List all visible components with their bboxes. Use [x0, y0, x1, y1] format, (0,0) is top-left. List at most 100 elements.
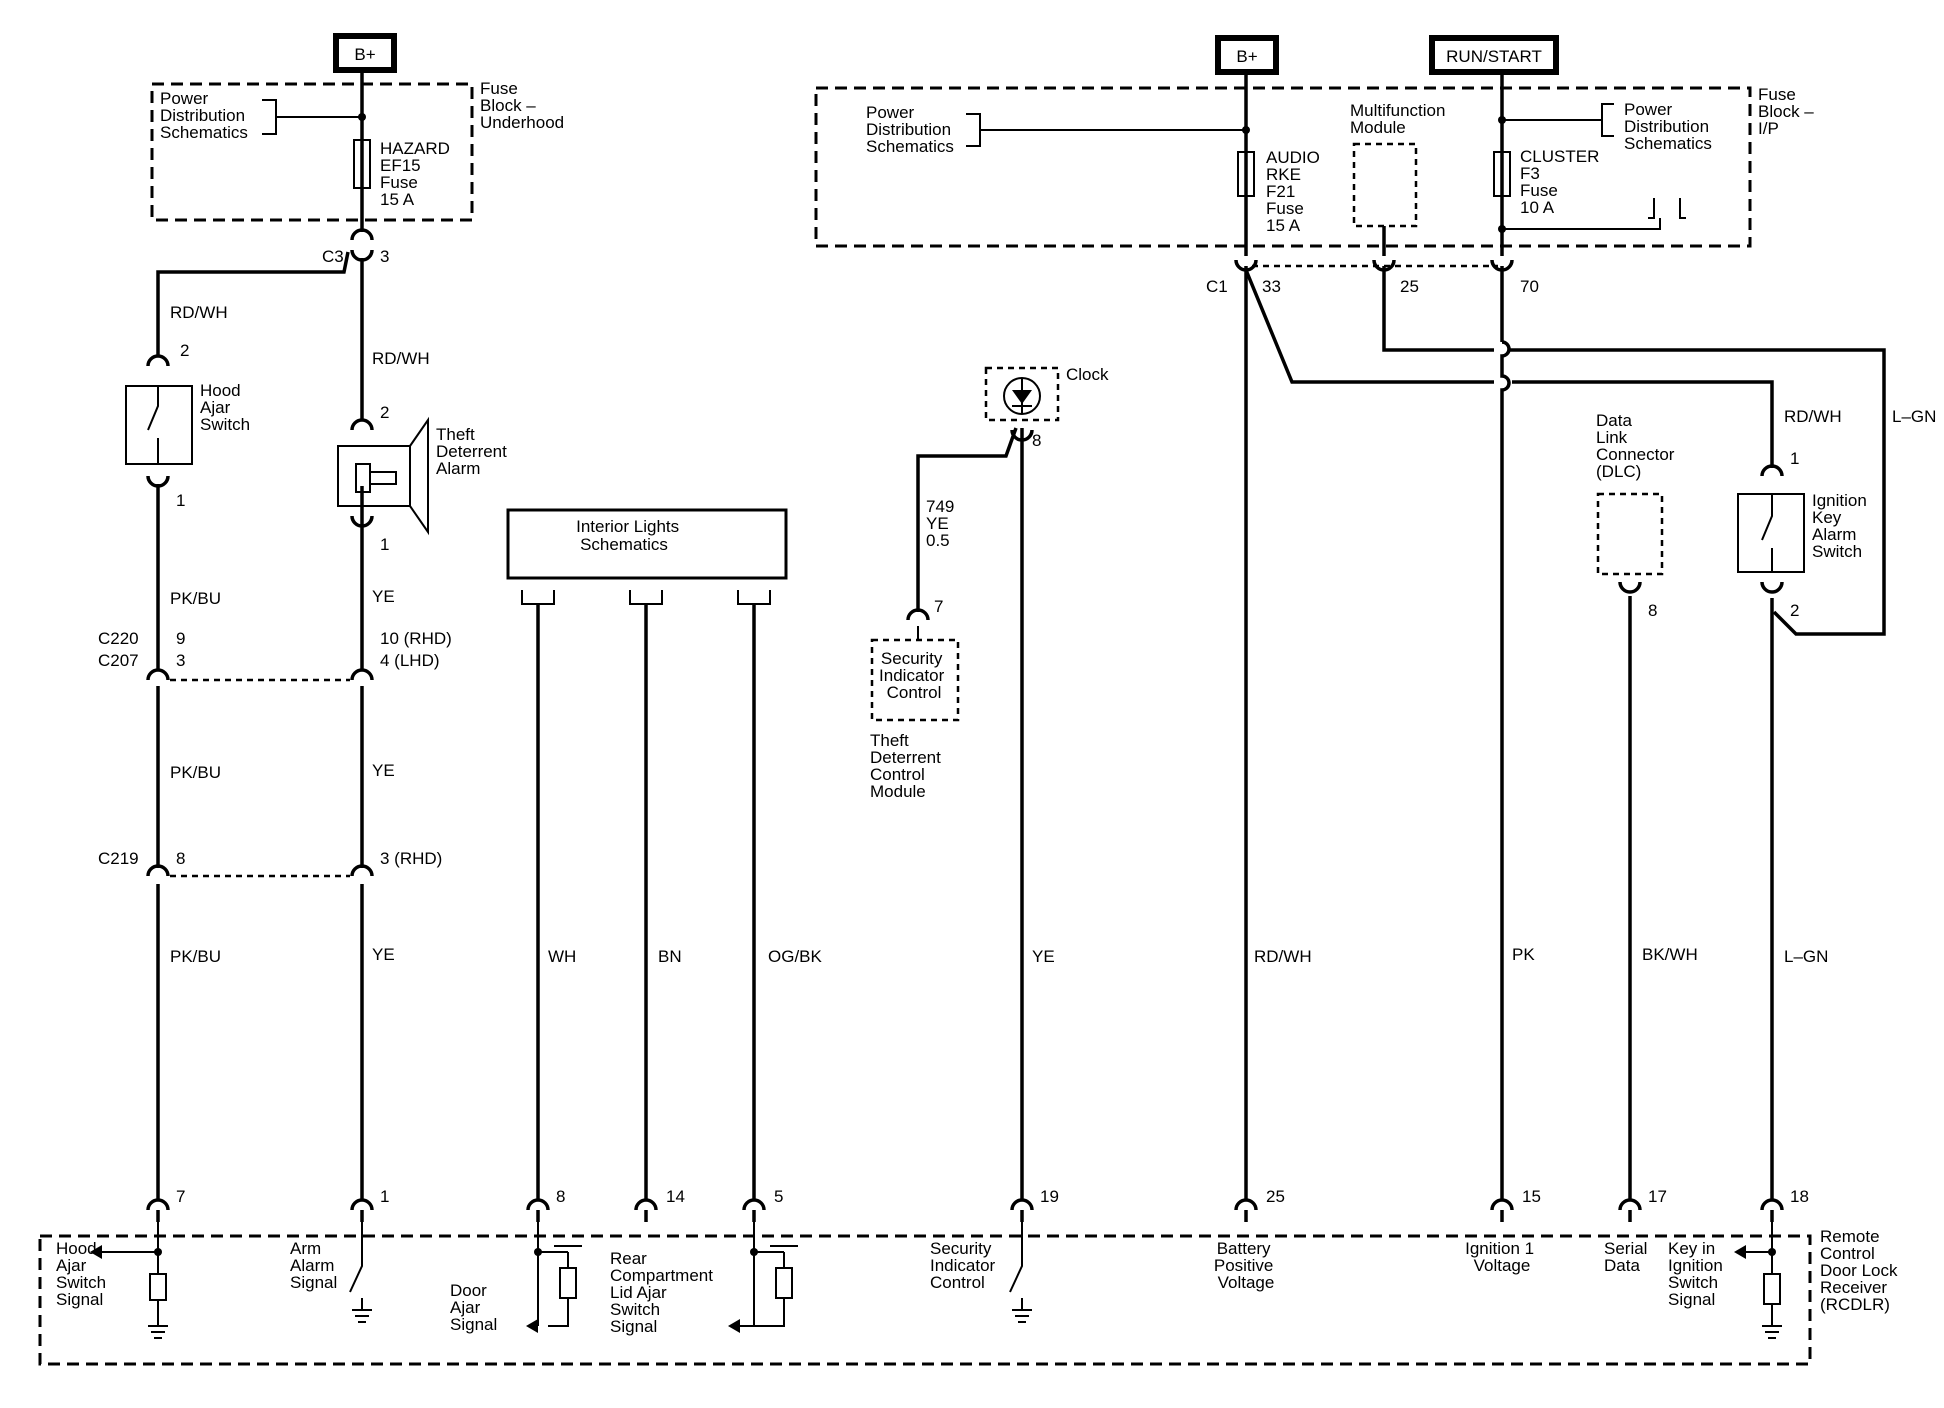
- rcdlr-pin: 1: [380, 1187, 389, 1206]
- arrow-left-icon: [526, 1319, 538, 1333]
- wire-label: BK/WH: [1642, 945, 1698, 964]
- wire-label: YE: [372, 587, 395, 606]
- wire-label: L–GN: [1892, 407, 1936, 426]
- c3-pin-label: 3: [380, 247, 389, 266]
- pds-underhood-label: Power Distribution Schematics: [160, 89, 250, 142]
- theft-deterrent-alarm: Theft Deterrent Alarm 2 1: [337, 403, 507, 554]
- fuse-block-underhood-title: Fuse Block – Underhood: [480, 79, 564, 132]
- c207-pin-lhd: 4 (LHD): [380, 651, 440, 670]
- wire-label: PK: [1512, 945, 1535, 964]
- wire-label: RD/WH: [170, 303, 228, 322]
- c207-pin: 3: [176, 651, 185, 670]
- fuse-block-underhood: Fuse Block – Underhood Power Distributio…: [150, 79, 564, 222]
- ignition-key-switch-label: Ignition Key Alarm Switch: [1812, 491, 1872, 561]
- arrow-left-icon: [1734, 1245, 1746, 1259]
- c219-label: C219: [98, 849, 139, 868]
- rcdlr-pin: 7: [176, 1187, 185, 1206]
- hood-pin-bottom: 1: [176, 491, 185, 510]
- c3-label: C3: [322, 247, 344, 266]
- battery-voltage-label: Battery Positive Voltage: [1214, 1239, 1278, 1292]
- clock-pin: 8: [1032, 431, 1041, 450]
- security-indicator-control: Security Indicator Control 7 749 YE 0.5 …: [870, 497, 960, 801]
- wire-label: OG/BK: [768, 947, 823, 966]
- multifunction-module-label: Multifunction Module: [1350, 101, 1450, 137]
- arrow-left-icon: [728, 1319, 740, 1333]
- pds-ip-right-label: Power Distribution Schematics: [1624, 100, 1714, 153]
- ignition-key-alarm-switch: Ignition Key Alarm Switch 1 2: [1737, 449, 1872, 620]
- hazard-fuse-label: HAZARD EF15 Fuse 15 A: [380, 139, 455, 209]
- wire-label: YE: [1032, 947, 1055, 966]
- rcdlr-pin: 15: [1522, 1187, 1541, 1206]
- c220-pin: 9: [176, 629, 185, 648]
- c1-label: C1: [1206, 277, 1228, 296]
- rcdlr-title: Remote Control Door Lock Receiver (RCDLR…: [1820, 1227, 1902, 1314]
- data-link-connector: Data Link Connector (DLC) 8: [1596, 411, 1679, 620]
- c1-pin-70: 70: [1520, 277, 1539, 296]
- dlc-pin: 8: [1648, 601, 1657, 620]
- alarm-pin-bottom: 1: [380, 535, 389, 554]
- multifunction-module-box: [1352, 142, 1418, 228]
- wire-label: YE: [372, 761, 395, 780]
- alarm-pin-top: 2: [380, 403, 389, 422]
- bplus-left-label: B+: [354, 45, 375, 64]
- security-control-label: Security Indicator Control: [930, 1239, 1000, 1292]
- rcdlr-pin: 17: [1648, 1187, 1667, 1206]
- ign-pin-bottom: 2: [1790, 601, 1799, 620]
- ignition1-voltage-label: Ignition 1 Voltage: [1465, 1239, 1539, 1275]
- c1-pin-25: 25: [1400, 277, 1419, 296]
- wire-label: PK/BU: [170, 763, 221, 782]
- switch-ground-icon: [349, 1222, 372, 1323]
- wire-label: L–GN: [1784, 947, 1828, 966]
- bplus-right-source: B+: [1215, 35, 1279, 75]
- wires: [156, 70, 1886, 1200]
- resistor-icon: [559, 1267, 577, 1299]
- c1-pin-33: 33: [1262, 277, 1281, 296]
- arm-alarm-label: Arm Alarm Signal: [290, 1239, 339, 1292]
- wire-label: WH: [548, 947, 576, 966]
- hood-ajar-switch-label: Hood Ajar Switch: [200, 381, 250, 434]
- pds-ip-left-label: Power Distribution Schematics: [866, 103, 956, 156]
- clock-label: Clock: [1066, 365, 1109, 384]
- ign-pin-top: 1: [1790, 449, 1799, 468]
- hood-ajar-switch: Hood Ajar Switch 2 1: [125, 341, 250, 510]
- sic-pin: 7: [934, 597, 943, 616]
- run-start-source: RUN/START: [1429, 35, 1559, 75]
- wire-label: RD/WH: [1254, 947, 1312, 966]
- c219-pin: 8: [176, 849, 185, 868]
- rear-lid-label: Rear Compartment Lid Ajar Switch Signal: [610, 1249, 718, 1336]
- hood-pin-top: 2: [180, 341, 189, 360]
- wire-color-labels: RD/WH RD/WH RD/WH RD/WH PK/BU PK/BU PK/B…: [170, 303, 1936, 966]
- clock: Clock 8: [984, 365, 1109, 450]
- switch-ground-icon: [1009, 1222, 1032, 1323]
- resistor-icon: [1763, 1273, 1781, 1305]
- bplus-left-source: B+: [333, 33, 397, 73]
- wire-label: PK/BU: [170, 947, 221, 966]
- interior-lights-label: Interior Lights Schematics: [576, 517, 684, 554]
- c219-pin-rhd: 3 (RHD): [380, 849, 442, 868]
- circuit-749-label: 749 YE 0.5: [926, 497, 959, 550]
- hood-signal-label: Hood Ajar Switch Signal: [56, 1239, 111, 1309]
- arrow-left-icon: [90, 1245, 102, 1259]
- wire-label: YE: [372, 945, 395, 964]
- security-indicator-label: Security Indicator Control: [879, 649, 949, 702]
- c207-label: C207: [98, 651, 139, 670]
- resistor-icon: [775, 1267, 793, 1299]
- interior-lights-schematics: Interior Lights Schematics: [506, 508, 788, 605]
- key-in-ignition-label: Key in Ignition Switch Signal: [1668, 1239, 1728, 1309]
- bplus-right-label: B+: [1236, 47, 1257, 66]
- rcdlr-pin: 25: [1266, 1187, 1285, 1206]
- cluster-fuse-label: CLUSTER F3 Fuse 10 A: [1520, 147, 1604, 217]
- tdcm-label: Theft Deterrent Control Module: [870, 731, 946, 801]
- wire-label: RD/WH: [372, 349, 430, 368]
- wire-label: PK/BU: [170, 589, 221, 608]
- c220-label: C220: [98, 629, 139, 648]
- connector-labels: C3 3 C220 C207 9 3 10 (RHD) 4 (LHD) C219…: [98, 247, 1539, 868]
- dlc-label: Data Link Connector (DLC): [1596, 411, 1679, 481]
- rcdlr-pin: 8: [556, 1187, 565, 1206]
- fuse-block-ip: Fuse Block – I/P Power Distribution Sche…: [814, 85, 1814, 248]
- c220-pin-rhd: 10 (RHD): [380, 629, 452, 648]
- rcdlr-module: Remote Control Door Lock Receiver (RCDLR…: [38, 1187, 1902, 1366]
- rcdlr-pin: 19: [1040, 1187, 1059, 1206]
- rcdlr-pin: 5: [774, 1187, 783, 1206]
